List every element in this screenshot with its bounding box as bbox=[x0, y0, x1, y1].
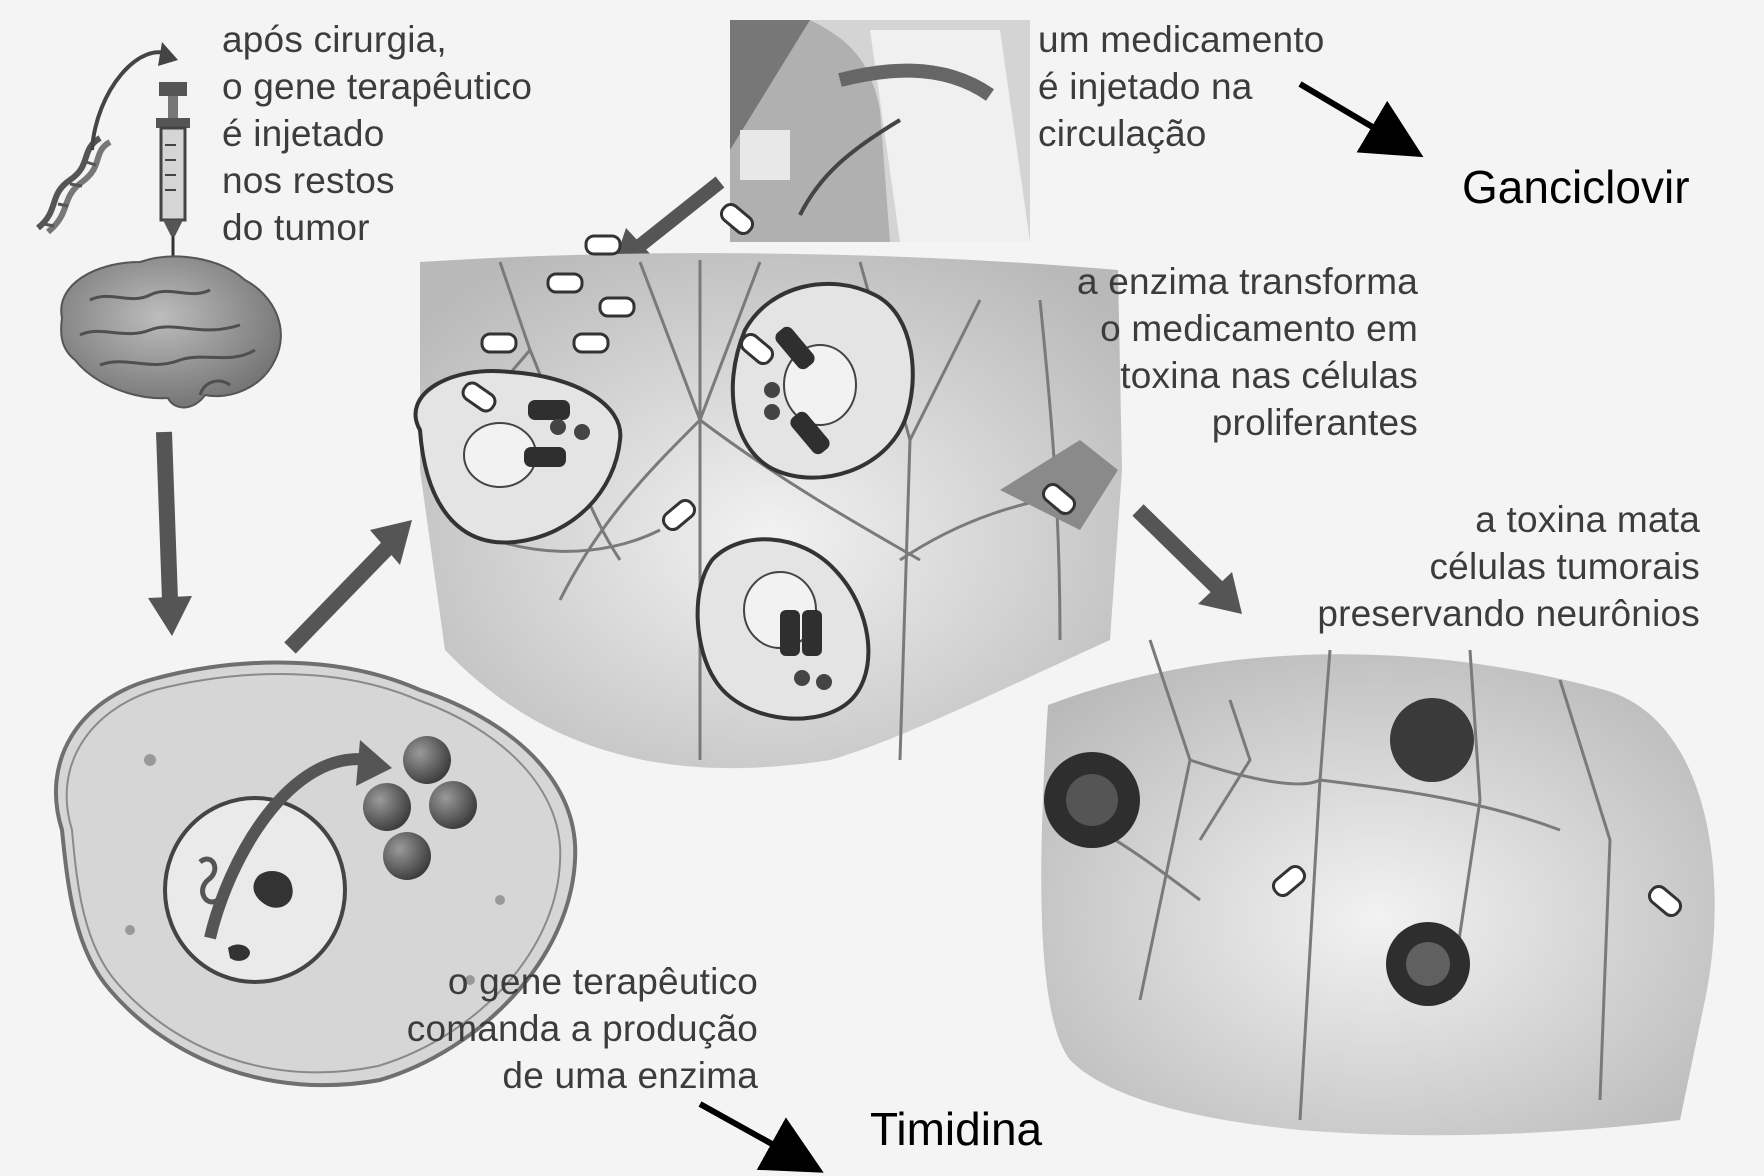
dna-icon bbox=[38, 138, 110, 232]
step-1-label: após cirurgia, o gene terapêutico é inje… bbox=[222, 16, 532, 251]
step-4-label: a enzima transforma o medicamento em tox… bbox=[1077, 258, 1418, 446]
step-5-label: a toxina mata células tumorais preservan… bbox=[1317, 496, 1700, 637]
brain-icon bbox=[61, 256, 281, 407]
neuron-panel-2 bbox=[1041, 640, 1714, 1135]
arrow-up-right bbox=[290, 545, 390, 648]
enzyme-pointer-arrow bbox=[700, 1104, 808, 1164]
neuron-panel-1 bbox=[416, 201, 1122, 768]
step-3-label: um medicamento é injetado na circulação bbox=[1038, 16, 1325, 157]
syringe-icon bbox=[156, 82, 190, 272]
curve-arrow-icon bbox=[92, 52, 170, 150]
ganciclovir-annotation: Ganciclovir bbox=[1462, 160, 1690, 214]
step-2-label: o gene terapêutico comanda a produção de… bbox=[407, 958, 758, 1099]
injection-photo bbox=[730, 20, 1030, 242]
arrow-down bbox=[164, 432, 170, 600]
arrow-down-left bbox=[632, 182, 720, 252]
arrow-down-right bbox=[1138, 510, 1222, 592]
proliferating-cell bbox=[733, 284, 913, 478]
timidina-annotation: Timidina bbox=[870, 1102, 1042, 1156]
